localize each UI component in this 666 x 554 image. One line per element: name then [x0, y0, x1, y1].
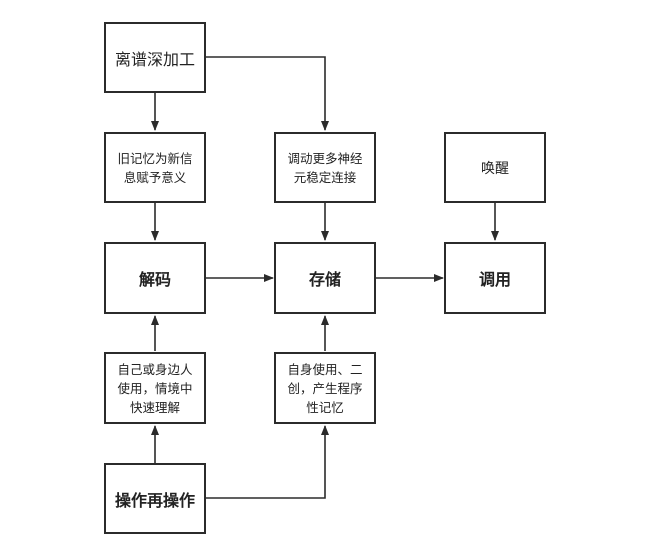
node-decode-label: 解码 — [138, 270, 171, 289]
node-recall-label: 调用 — [478, 270, 511, 289]
arrow-deep-to-mobilize — [206, 56, 329, 131]
node-use-self-others: 自己或身边人使用，情境中快速理解 — [104, 352, 206, 424]
node-deep-processing-label: 离谱深加工 — [114, 49, 195, 69]
node-old-memory: 旧记忆为新信息赋予意义 — [104, 132, 206, 203]
node-decode: 解码 — [104, 242, 206, 314]
node-deep-processing: 离谱深加工 — [104, 22, 206, 93]
node-store: 存储 — [274, 242, 376, 314]
node-use-self-others-label: 自己或身边人使用，情境中快速理解 — [117, 361, 193, 415]
node-awaken-label: 唤醒 — [481, 160, 509, 177]
node-store-label: 存储 — [308, 270, 341, 289]
node-operate-repeat: 操作再操作 — [104, 463, 206, 534]
node-self-use-create: 自身使用、二创，产生程序性记忆 — [274, 352, 376, 424]
node-mobilize-neurons: 调动更多神经元稳定连接 — [274, 132, 376, 203]
arrow-operate-to-selfuse — [206, 425, 329, 499]
node-awaken: 唤醒 — [444, 132, 546, 203]
node-old-memory-label: 旧记忆为新信息赋予意义 — [117, 150, 193, 185]
node-operate-repeat-label: 操作再操作 — [114, 490, 195, 510]
node-self-use-create-label: 自身使用、二创，产生程序性记忆 — [287, 361, 363, 415]
node-recall: 调用 — [444, 242, 546, 314]
node-mobilize-neurons-label: 调动更多神经元稳定连接 — [287, 150, 363, 185]
